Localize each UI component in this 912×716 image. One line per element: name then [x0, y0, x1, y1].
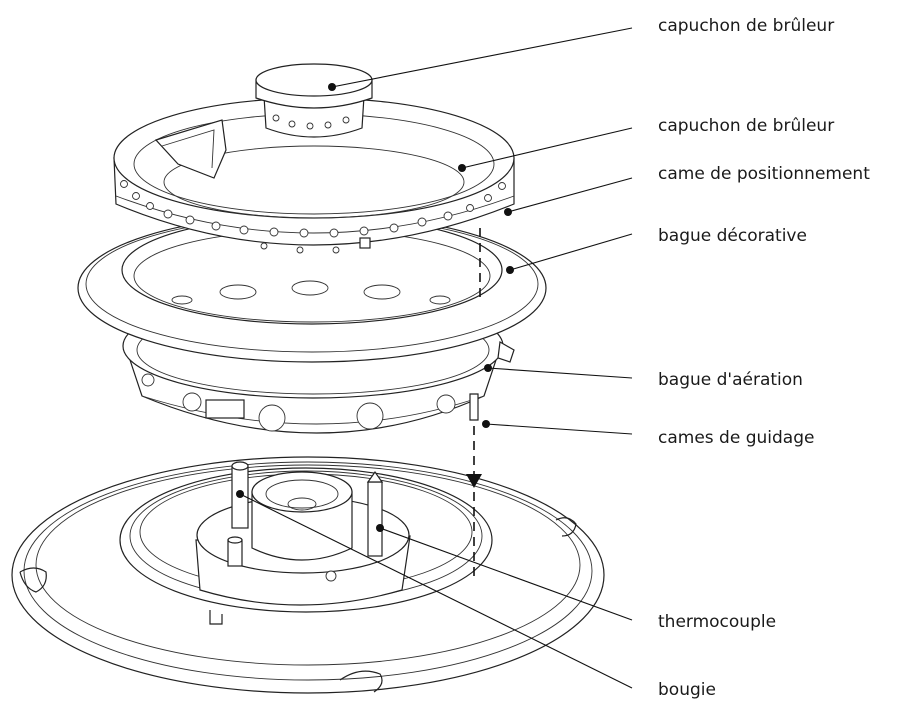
label-came-positionnement: came de positionnement	[658, 164, 870, 184]
small-cap	[255, 63, 373, 138]
leader-lines	[236, 27, 633, 689]
label-capuchon-top: capuchon de brûleur	[658, 16, 835, 36]
label-capuchon-crown: capuchon de brûleur	[658, 116, 835, 136]
alignment-arrow-icon	[466, 474, 482, 488]
label-cames-guidage: cames de guidage	[658, 428, 815, 448]
decorative-ring	[77, 213, 547, 363]
base-plate	[11, 456, 605, 694]
label-bougie: bougie	[658, 680, 716, 700]
label-thermocouple: thermocouple	[658, 612, 777, 632]
burner-crown	[113, 97, 515, 254]
label-bague-decorative: bague décorative	[658, 226, 807, 246]
label-bague-aeration: bague d'aération	[658, 370, 803, 390]
